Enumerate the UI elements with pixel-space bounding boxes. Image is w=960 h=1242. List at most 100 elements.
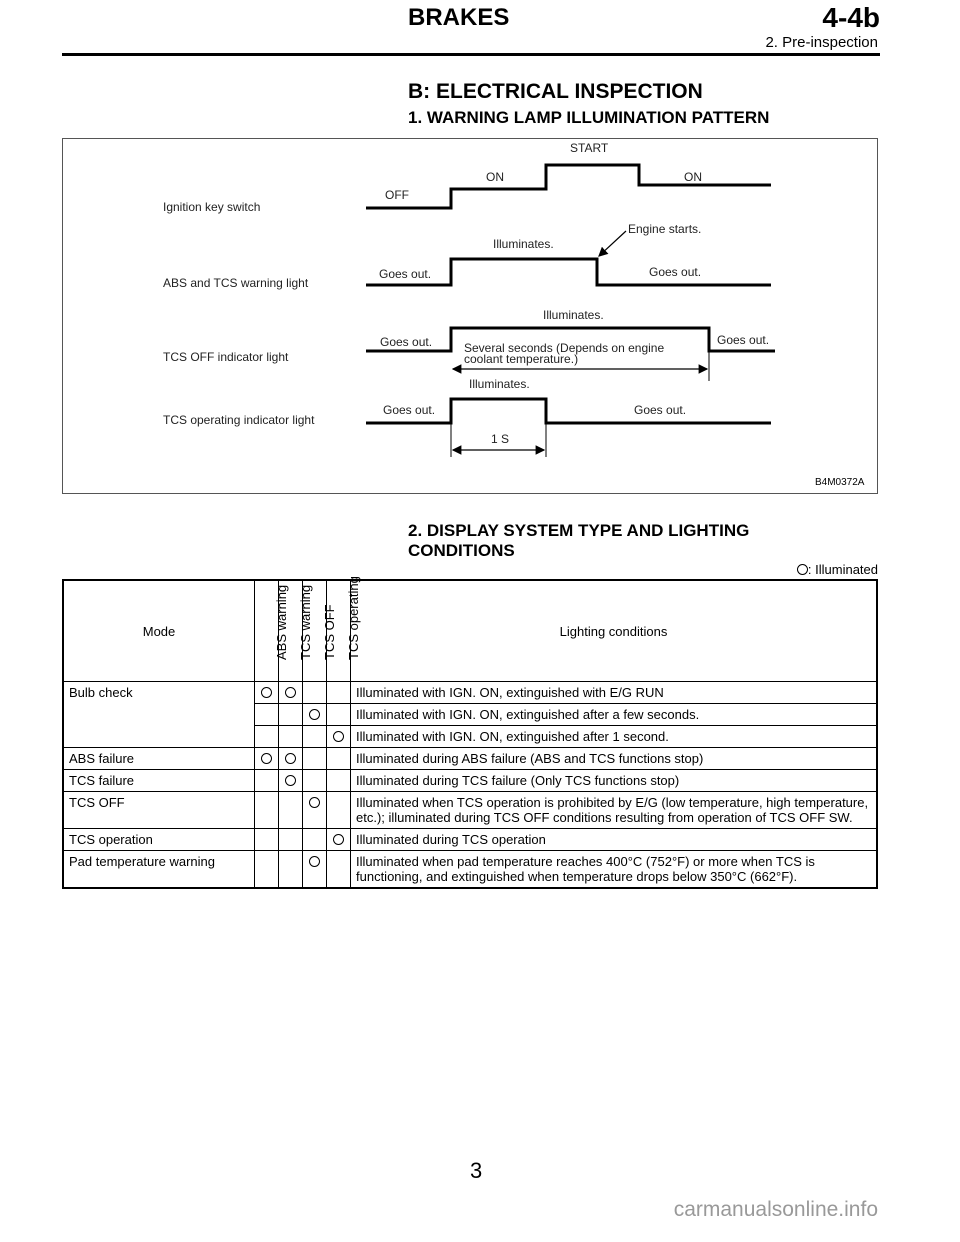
subsection-title-1: 1. WARNING LAMP ILLUMINATION PATTERN [408, 108, 770, 127]
condition-cell: Illuminated when TCS operation is prohib… [350, 791, 878, 829]
tcs-op-goes-out-label: Goes out. [383, 403, 435, 417]
mark-cell [326, 681, 351, 704]
mark-cell [302, 703, 327, 726]
mark-cell [302, 828, 327, 851]
mark-cell [254, 681, 279, 704]
condition-cell: Illuminated when pad temperature reaches… [350, 850, 878, 889]
mark-cell [254, 828, 279, 851]
circle-icon [261, 753, 272, 764]
mark-cell [302, 747, 327, 770]
row-label-ignition: Ignition key switch [163, 200, 260, 214]
mark-cell [278, 850, 303, 889]
mark-cell [254, 850, 279, 889]
mark-cell [302, 725, 327, 748]
header-section-code: 4-4b [822, 2, 880, 33]
mark-cell [302, 769, 327, 792]
tcs-off-illuminates-label: Illuminates. [543, 308, 604, 322]
engine-starts-arrow [598, 230, 627, 257]
mode-cell: TCS failure [62, 769, 255, 792]
mark-cell [254, 791, 279, 829]
coolant-temperature-label: coolant temperature.) [464, 352, 578, 366]
header-mode: Mode [62, 579, 255, 682]
table-row: Illuminated with IGN. ON, extinguished a… [62, 703, 878, 726]
row-label-tcs-off: TCS OFF indicator light [163, 350, 289, 364]
condition-cell: Illuminated with IGN. ON, extinguished w… [350, 681, 878, 704]
mark-cell [278, 769, 303, 792]
header-tcs-warning: TCS warning [278, 579, 313, 682]
header-abs-warning: ABS warning [254, 579, 289, 682]
subsection-title-2-line2: CONDITIONS [408, 541, 515, 560]
mark-cell [302, 681, 327, 704]
mark-cell [302, 850, 327, 889]
mark-cell [254, 725, 279, 748]
abs-goes-out-label-2: Goes out. [649, 265, 701, 279]
circle-icon [261, 687, 272, 698]
mark-cell [278, 747, 303, 770]
mark-cell [278, 828, 303, 851]
condition-cell: Illuminated during ABS failure (ABS and … [350, 747, 878, 770]
mode-cell [62, 725, 255, 748]
mark-cell [326, 791, 351, 829]
tcs-op-illuminates-label: Illuminates. [469, 377, 530, 391]
mark-cell [302, 791, 327, 829]
mode-cell: Pad temperature warning [62, 850, 255, 889]
row-label-abs-tcs: ABS and TCS warning light [163, 276, 309, 290]
legend: : Illuminated [796, 562, 878, 577]
table-header-row: Mode ABS warning TCS warning TCS OFF TCS… [62, 576, 878, 682]
ignition-start-label: START [570, 141, 609, 155]
tcs-off-waveform [366, 326, 775, 353]
row-label-tcs-operating: TCS operating indicator light [163, 413, 315, 427]
subsection-title-2-line1: 2. DISPLAY SYSTEM TYPE AND LIGHTING [408, 521, 750, 540]
ignition-off-label: OFF [385, 188, 409, 202]
mark-cell [254, 747, 279, 770]
header-tcs-operating-text: TCS operating [345, 576, 361, 660]
several-seconds-label: Several seconds (Depends on engine [464, 341, 664, 355]
mode-cell: ABS failure [62, 747, 255, 770]
circle-icon [309, 856, 320, 867]
abs-tcs-waveform [366, 257, 771, 287]
timing-diagram: Ignition key switch ABS and TCS warning … [163, 141, 865, 488]
circle-icon [796, 564, 808, 575]
mark-cell [326, 703, 351, 726]
legend-text: : Illuminated [807, 562, 878, 577]
mode-cell: TCS operation [62, 828, 255, 851]
circle-icon [309, 709, 320, 720]
section-title: B: ELECTRICAL INSPECTION [408, 80, 703, 103]
circle-icon [285, 687, 296, 698]
abs-goes-out-label: Goes out. [379, 267, 431, 281]
ignition-on-label-2: ON [684, 170, 702, 184]
mark-cell [326, 850, 351, 889]
header-title: BRAKES [408, 4, 510, 31]
mark-cell [326, 828, 351, 851]
circle-icon [333, 731, 344, 742]
mark-cell [278, 703, 303, 726]
header-subtitle: 2. Pre-inspection [765, 34, 878, 51]
table-row: Pad temperature warning Illuminated when … [62, 850, 878, 889]
mark-cell [278, 791, 303, 829]
table-row: Illuminated with IGN. ON, extinguished a… [62, 725, 878, 748]
ignition-waveform [366, 163, 771, 210]
condition-cell: Illuminated with IGN. ON, extinguished a… [350, 725, 878, 748]
mark-cell [326, 725, 351, 748]
mark-cell [326, 769, 351, 792]
table-row: ABS failure Illuminated during ABS failur… [62, 747, 878, 770]
header-conditions: Lighting conditions [350, 579, 878, 682]
illumination-pattern-figure: Ignition key switch ABS and TCS warning … [62, 138, 878, 494]
mode-cell: Bulb check [62, 681, 255, 704]
lighting-conditions-table: Mode ABS warning TCS warning TCS OFF TCS… [62, 576, 878, 889]
figure-code: B4M0372A [815, 477, 865, 488]
circle-icon [285, 753, 296, 764]
tcs-off-goes-out-label-2: Goes out. [717, 333, 769, 347]
mark-cell [326, 747, 351, 770]
header-tcs-off: TCS OFF [302, 579, 337, 682]
header-rule [62, 53, 880, 56]
mark-cell [278, 725, 303, 748]
abs-illuminates-label: Illuminates. [493, 237, 554, 251]
mode-cell [62, 703, 255, 726]
header-tcs-operating: TCS operating [326, 576, 361, 682]
mark-cell [254, 703, 279, 726]
engine-starts-label: Engine starts. [628, 222, 701, 236]
